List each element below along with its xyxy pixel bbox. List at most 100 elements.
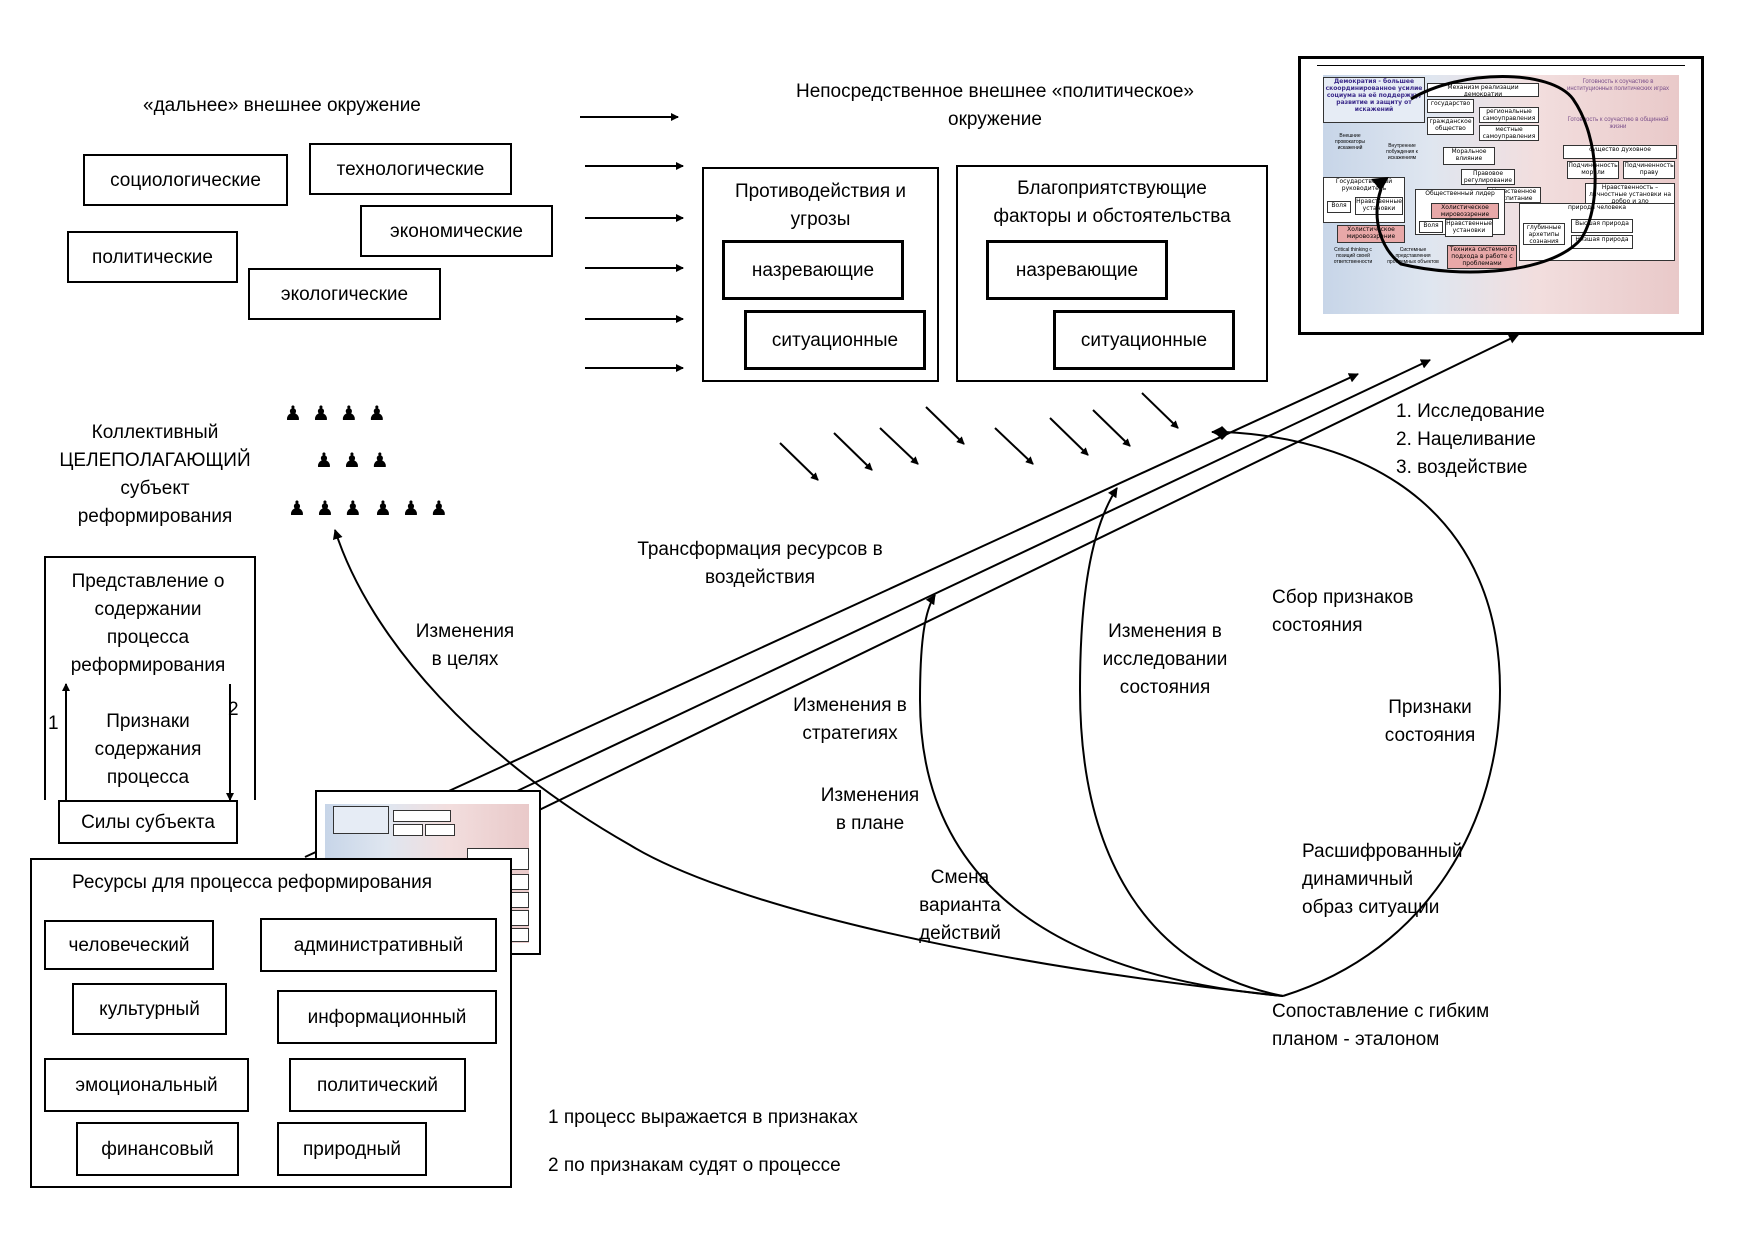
thumb-external: Внешние провокаторы искажений [1334, 133, 1365, 151]
threats-panel [702, 167, 939, 382]
label-transform-line2: воздействия [705, 567, 815, 588]
thumb-cycle-arrow [1371, 75, 1597, 274]
label-strategy-line2: стратегиях [802, 723, 898, 744]
resource-human: человеческий [44, 920, 214, 970]
subject-line1: Коллективный [91, 422, 219, 443]
far-env-item-technological: технологические [309, 143, 512, 195]
people-row-3b: ♟♟♟ [374, 499, 458, 519]
person-icon: ♟ [367, 403, 396, 425]
person-icon: ♟ [315, 498, 344, 520]
thumb-civil: гражданское общество [1427, 117, 1474, 135]
person-icon: ♟ [343, 498, 372, 520]
label-signs-line2: состояния [1384, 725, 1476, 746]
subject-line4: реформирования [77, 506, 233, 527]
near-env-title-line2: окружение [948, 109, 1042, 130]
loop-junction-marker [1215, 426, 1229, 440]
process-idea-line4: реформирования [70, 655, 226, 676]
process-idea-line3: процесса [106, 627, 190, 648]
person-icon: ♟ [429, 498, 458, 520]
threats-title-line1: Противодействия и [734, 181, 907, 202]
favorable-panel [956, 165, 1268, 382]
people-row-2: ♟♟♟ [315, 451, 399, 471]
thumb-deep: глубинные архетипы сознания [1523, 223, 1565, 245]
thumb-ethic-set-2: Нравственные установки [1445, 219, 1493, 237]
resources-title: Ресурсы для процесса реформирования [72, 872, 432, 893]
label-strategy-line1: Изменения в [793, 695, 907, 716]
main-cycle-loop [1211, 427, 1502, 997]
resource-natural: природный [277, 1122, 427, 1176]
influence-arrow [925, 406, 965, 445]
label-signs-line1: Признаки [1388, 697, 1472, 718]
subject-line2: ЦЕЛЕПОЛАГАЮЩИЙ [59, 450, 251, 471]
favorable-title-line2: факторы и обстоятельства [993, 206, 1231, 227]
influence-arrow [879, 427, 919, 465]
far-env-item-sociological: социологические [83, 154, 288, 206]
label-research-line1: Изменения в [1108, 621, 1222, 642]
small-thumb-block [393, 824, 423, 836]
label-goals-line1: Изменения [415, 621, 515, 642]
process-signs-line3: процесса [106, 767, 190, 788]
thumb-holistic-1: Холистическое мировоззрение [1337, 225, 1405, 243]
thumb-holistic-2: Холистическое мировоззрение [1431, 203, 1499, 219]
label-research-line2: исследовании [1102, 649, 1228, 670]
influence-arrow [1141, 392, 1179, 429]
thumb-ready-1: Готовность к соучастию в институционных … [1566, 79, 1670, 92]
thumb-technique: Техника системного подхода в работе с пр… [1447, 245, 1517, 269]
influence-arrow [1092, 409, 1131, 447]
label-variant-line1: Смена [930, 867, 990, 888]
thumb-state: государство [1427, 99, 1474, 113]
thumb-moral: Моральное влияние [1443, 147, 1495, 165]
process-signs-frame [44, 696, 256, 800]
person-icon: ♟ [339, 403, 368, 425]
process-idea-line2: содержании [94, 599, 202, 620]
goals-feedback-curve [332, 529, 1284, 997]
thumb-will-1: Воля [1327, 201, 1351, 213]
small-thumb-block [393, 810, 451, 822]
label-variant-line2: варианта [919, 895, 1001, 916]
label-variant-line3: действий [919, 923, 1001, 944]
step-targeting: 2. Нацеливание [1396, 429, 1536, 450]
threats-title-line2: угрозы [790, 209, 851, 230]
thumb-lower: Низшая природа [1571, 235, 1633, 249]
resource-cultural: культурный [72, 983, 227, 1035]
step-impact: 3. воздействие [1396, 457, 1528, 478]
threats-situational: ситуационные [744, 310, 926, 370]
thumb-will-2: Воля [1419, 221, 1443, 233]
step-research: 1. Исследование [1396, 401, 1545, 422]
process-signs-line2: содержания [94, 739, 202, 760]
favorable-situational: ситуационные [1053, 310, 1235, 370]
thumb-ethics-personal: Нравственность – личностные установки на… [1585, 183, 1675, 205]
thumb-critical: Critical thinking с позиций своей ответс… [1333, 247, 1373, 265]
threats-emerging: назревающие [722, 240, 904, 300]
far-env-title: «дальнее» внешнее окружение [143, 95, 421, 116]
influence-arrow [833, 432, 873, 471]
influence-arrow [779, 442, 819, 481]
person-icon: ♟ [370, 450, 399, 472]
note-1: 1 процесс выражается в признаках [548, 1107, 858, 1128]
label-goals-line2: в целях [431, 649, 499, 670]
label-transform-line1: Трансформация ресурсов в [637, 539, 883, 560]
label-compare-line2: планом - эталоном [1272, 1029, 1440, 1050]
label-plan-line1: Изменения [820, 785, 920, 806]
process-idea-frame [44, 556, 256, 698]
label-plan-line2: в плане [835, 813, 905, 834]
strategy-loop [918, 594, 1284, 997]
label-image-line3: образ ситуации [1302, 897, 1440, 918]
person-icon: ♟ [284, 403, 312, 425]
process-num-1: 1 [48, 713, 59, 734]
subject-forces-box: Силы субъекта [58, 800, 238, 844]
transform-line [304, 373, 1359, 858]
small-thumb-block [333, 806, 389, 834]
process-num-2: 2 [228, 699, 239, 720]
research-loop [1078, 487, 1284, 997]
thumb-internal: Внутренние побуждения к искажениям [1386, 143, 1418, 161]
thumb-mechanism: Механизм реализации демократии [1427, 83, 1539, 97]
thumb-submit-moral: Подчиненность морали [1567, 161, 1619, 179]
far-env-item-ecological: экологические [248, 268, 441, 320]
label-image-line2: динамичный [1302, 869, 1414, 890]
far-env-item-economic: экономические [360, 205, 553, 257]
thumb-democracy: Демократия - большее скоординированное у… [1323, 77, 1425, 123]
label-collect-line2: состояния [1272, 615, 1363, 636]
person-icon: ♟ [288, 498, 316, 520]
person-icon: ♟ [311, 403, 340, 425]
